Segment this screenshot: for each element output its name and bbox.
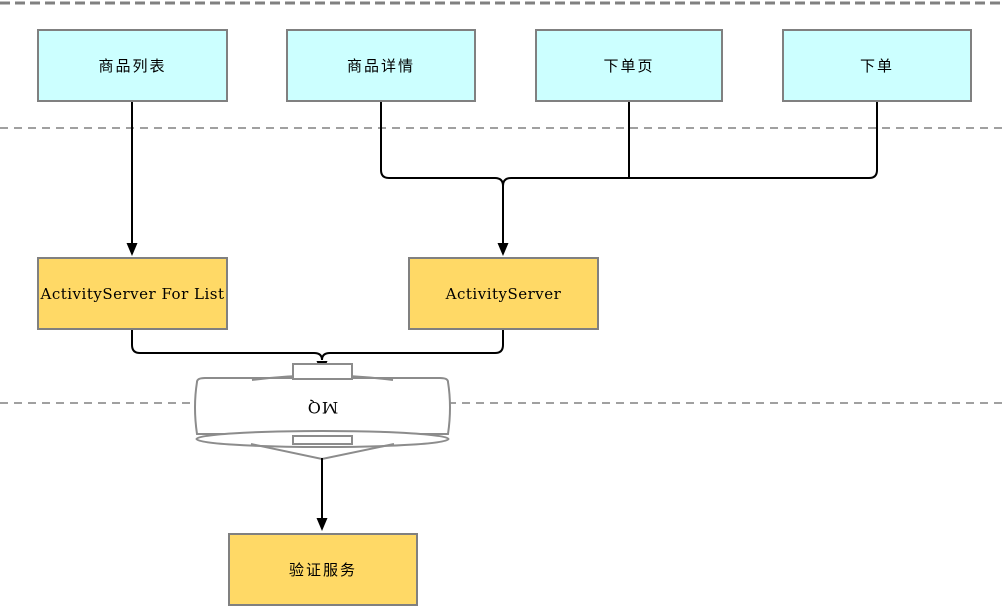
arrowhead-as: [497, 243, 509, 256]
node-product-detail-label: 商品详情: [346, 57, 415, 75]
connector-placeorder-to-as: [502, 101, 878, 187]
mq-queue-shape: [194, 363, 451, 461]
node-verify-service-label: 验证服务: [288, 561, 357, 579]
node-product-list: 商品列表: [37, 29, 228, 102]
node-activityserver-for-list: ActivityServer For List: [37, 257, 228, 330]
node-place-order: 下单: [782, 29, 972, 102]
arrowhead-verify: [316, 518, 328, 531]
node-mq-label: MQ: [306, 398, 339, 417]
node-place-order-label: 下单: [859, 57, 894, 75]
connector-aslist-to-mq: [131, 329, 323, 361]
node-activityserver: ActivityServer: [408, 257, 599, 330]
connector-detail-to-as: [380, 101, 504, 244]
node-product-list-label: 商品列表: [98, 57, 167, 75]
node-order-page: 下单页: [535, 29, 723, 102]
node-order-page-label: 下单页: [603, 57, 655, 75]
arrowhead-aslist: [126, 243, 138, 256]
mq-bottom-slot: [292, 435, 353, 445]
node-activityserver-for-list-label: ActivityServer For List: [40, 284, 225, 303]
node-verify-service: 验证服务: [228, 533, 418, 606]
mq-top-slot: [292, 363, 353, 380]
node-activityserver-label: ActivityServer: [445, 284, 562, 303]
connector-as-to-mq: [321, 329, 504, 361]
mq-body: [194, 377, 451, 435]
node-product-detail: 商品详情: [286, 29, 476, 102]
